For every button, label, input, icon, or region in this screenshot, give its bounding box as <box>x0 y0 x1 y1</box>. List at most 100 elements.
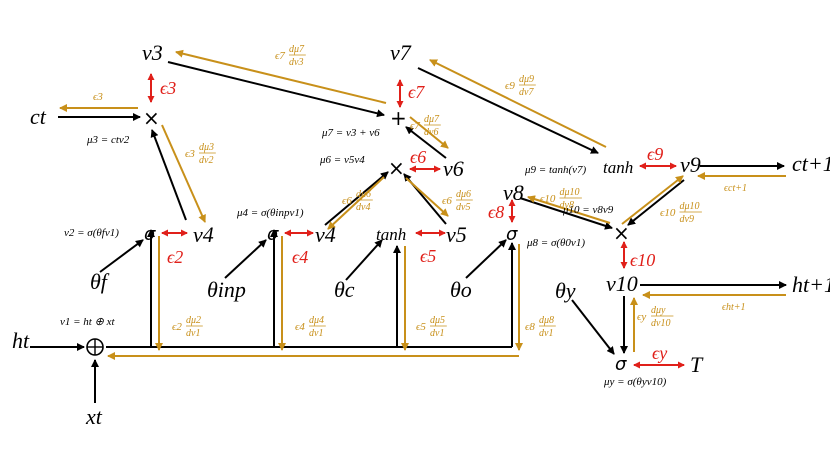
gradient-coef: ϵ9 <box>505 80 515 92</box>
gradient-label-g10-9: ϵ10 dμ10 dv9 <box>660 201 702 225</box>
gradient-numerator: dμ7 <box>289 44 305 55</box>
gradient-denominator: dv5 <box>456 202 470 213</box>
grad-label-e3: ϵ3 <box>93 91 103 103</box>
mult-node-v10: × <box>613 221 630 245</box>
edge-thetay-sigy <box>571 299 615 355</box>
node-v6: v6 <box>443 156 464 181</box>
grad-label-ect1: ϵct+1 <box>724 183 747 194</box>
param-theta-c: θc <box>334 277 355 302</box>
node-v9: v9 <box>680 152 701 177</box>
gradient-denominator: dv9 <box>680 214 694 225</box>
gradient-numerator: dμ6 <box>356 189 371 200</box>
gradient-denominator: dv8 <box>560 200 574 211</box>
eq-mu9: μ9 = tanh(v7) <box>524 164 587 176</box>
gradient-numerator: dμ6 <box>456 189 471 200</box>
bedge-mult-v5 <box>405 177 449 217</box>
node-ct: ct <box>30 104 47 129</box>
edge-v7-tanh <box>417 67 599 154</box>
gradient-denominator: dv7 <box>519 87 534 98</box>
gradient-coef: ϵ3 <box>185 148 195 160</box>
gradient-coef: ϵ7 <box>275 50 285 62</box>
backward-edges <box>59 49 786 360</box>
node-v3: v3 <box>142 40 163 65</box>
node-v5: v5 <box>446 222 467 247</box>
gradient-numerator: dμ2 <box>186 315 201 326</box>
err-label-y: ϵy <box>652 343 667 363</box>
edge-thetac <box>345 239 383 281</box>
gradient-label-g2-1: ϵ2 dμ2 dv1 <box>172 315 203 339</box>
err-label-9: ϵ9 <box>647 144 663 164</box>
gradient-denominator: dv1 <box>539 328 553 339</box>
node-xt: xt <box>85 404 103 429</box>
gradient-numerator: dμ5 <box>430 315 445 326</box>
variable-labels: v3 v7 ct ct+1 v6 v9 v8 v4 v4 v5 v10 ht h… <box>12 40 830 429</box>
node-v10: v10 <box>606 271 638 296</box>
gradient-numerator: dμy <box>651 305 666 316</box>
error-labels: ϵ3 ϵ7 ϵ2 ϵ4 ϵ5 ϵ6 ϵ9 ϵ8 ϵ10 ϵy <box>160 78 667 363</box>
gradient-numerator: dμ4 <box>309 315 324 326</box>
gradient-numerator: dμ10 <box>680 201 700 212</box>
gradient-coef: ϵ5 <box>416 321 426 333</box>
gradient-numerator: dμ9 <box>519 74 534 85</box>
err-label-10: ϵ10 <box>630 250 655 270</box>
eq-muy: μy = σ(θyv10) <box>603 376 667 388</box>
gradient-coef: ϵ6 <box>342 195 352 207</box>
eq-mu3: μ3 = ctv2 <box>86 134 130 146</box>
eq-v2: v2 = σ(θfv1) <box>64 227 119 239</box>
gradient-numerator: dμ8 <box>539 315 554 326</box>
err-label-7: ϵ7 <box>408 82 425 102</box>
edge-thetao <box>465 239 507 279</box>
sigma-node-8: σ <box>506 224 518 245</box>
node-v8: v8 <box>503 180 524 205</box>
err-label-2: ϵ2 <box>167 247 183 267</box>
bedge-mult-v8 <box>527 195 611 224</box>
gradient-label-g4-1: ϵ4 dμ4 dv1 <box>295 315 326 339</box>
edge-v6-plus <box>405 126 447 159</box>
gradient-fractions: ϵ7dμ7dv3ϵ9dμ9dv7ϵ7dμ7dv6ϵ3dμ3dv2ϵ6dμ6dv4… <box>172 44 702 339</box>
node-ht1: ht+1 <box>792 272 830 297</box>
param-theta-f: θf <box>90 269 110 294</box>
mult-node-ct: × <box>143 106 160 130</box>
gradient-coef: ϵ6 <box>442 195 452 207</box>
edge-thetainp <box>224 239 267 279</box>
eq-mu10: μ10 = v8v9 <box>562 204 614 216</box>
node-v7: v7 <box>390 40 412 65</box>
gradient-denominator: dv3 <box>289 57 303 68</box>
gradient-labels: ϵ3 ϵct+1 ϵht+1 <box>93 91 747 313</box>
bedge-tanh-v7 <box>429 59 607 148</box>
param-theta-y: θy <box>555 278 576 303</box>
gradient-coef: ϵ4 <box>295 321 305 333</box>
error-arrows <box>147 73 685 369</box>
equations: μ3 = ctv2 μ7 = v3 + v6 μ6 = v5v4 μ9 = ta… <box>60 127 667 388</box>
gradient-coef: ϵ2 <box>172 321 182 333</box>
gradient-denominator: dv1 <box>309 328 323 339</box>
gradient-label-g6-4: ϵ6 dμ6 dv4 <box>342 189 373 213</box>
eq-v1: v1 = ht ⊕ xt <box>60 316 115 328</box>
grad-label-eht1: ϵht+1 <box>722 302 746 313</box>
sigma-node-2: σ <box>144 224 156 245</box>
operation-nodes: × + × × σ σ σ σ <box>86 106 630 375</box>
gradient-coef: ϵ10 <box>660 207 676 219</box>
eq-mu8: μ8 = σ(θ0v1) <box>526 237 585 249</box>
err-label-8: ϵ8 <box>488 202 504 222</box>
bedge-plus-v3 <box>175 49 387 104</box>
gradient-denominator: dv4 <box>356 202 370 213</box>
err-label-6: ϵ6 <box>410 147 426 167</box>
eq-mu7: μ7 = v3 + v6 <box>321 127 380 139</box>
node-v4-right: v4 <box>315 222 336 247</box>
edge-v4-mult <box>324 171 389 226</box>
gradient-coef: ϵ7 <box>410 120 420 132</box>
edge-v2-mult <box>150 129 187 221</box>
bedge-plus-v6 <box>409 116 449 149</box>
gradient-coef: ϵ10 <box>540 193 556 205</box>
gradient-label-g6-5: ϵ6 dμ6 dv5 <box>442 189 473 213</box>
gradient-denominator: dv1 <box>186 328 200 339</box>
gradient-numerator: dμ10 <box>560 187 580 198</box>
edge-v3-plus <box>167 61 385 118</box>
